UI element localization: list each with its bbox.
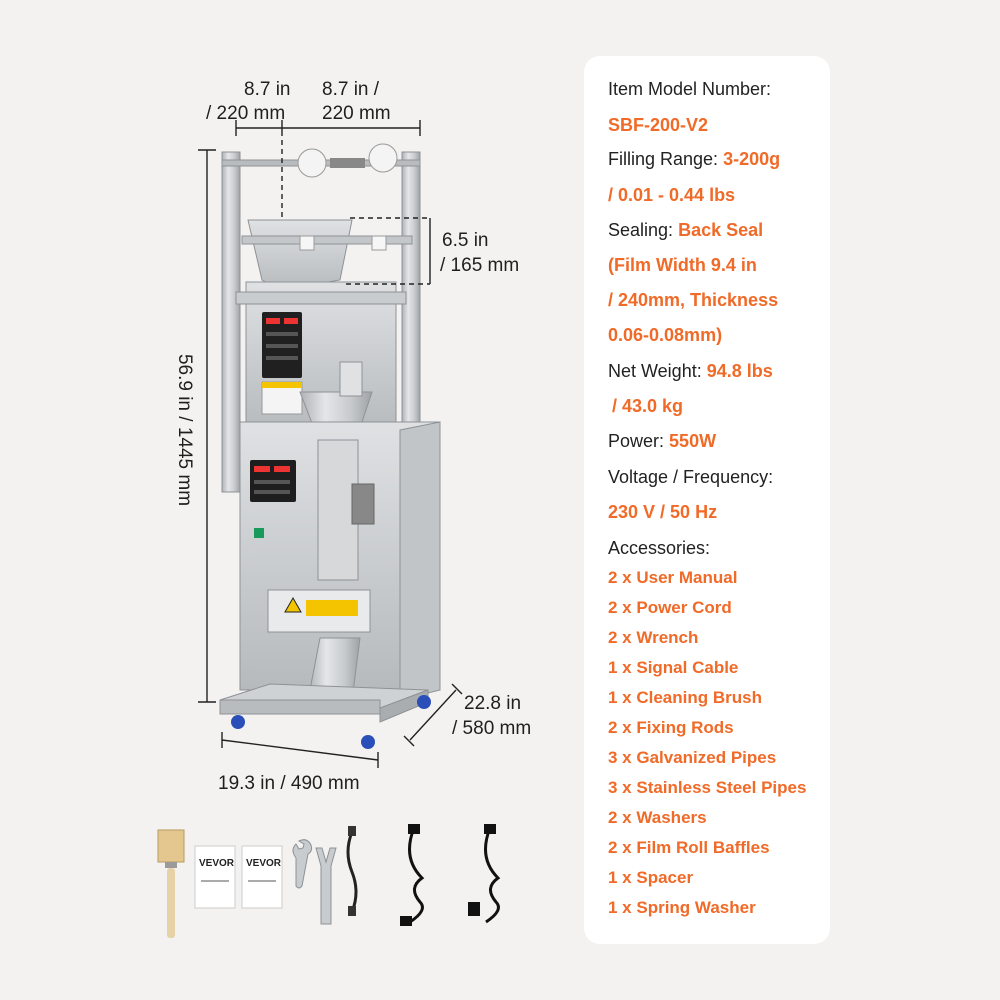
dim-hopper-2: / 165 mm bbox=[440, 255, 520, 276]
accessory-item: 2 x Power Cord bbox=[608, 598, 732, 617]
weight-row: Net Weight: 94.8 lbs bbox=[608, 360, 838, 382]
accessory-item: 2 x Fixing Rods bbox=[608, 718, 734, 737]
sealing-label: Sealing: bbox=[608, 220, 674, 240]
weight-value-1: 94.8 lbs bbox=[706, 361, 773, 381]
sealing-value-4: 0.06-0.08mm) bbox=[608, 325, 723, 345]
dimension-lines bbox=[198, 120, 463, 768]
accessory-item: 2 x Washers bbox=[608, 808, 707, 827]
accessory-item: 3 x Stainless Steel Pipes bbox=[608, 778, 807, 797]
filling-row: Filling Range: 3-200g bbox=[608, 148, 838, 170]
dim-top-left-2: / 220 mm bbox=[206, 103, 286, 124]
voltage-label: Voltage / Frequency: bbox=[608, 467, 774, 487]
caster-front-right bbox=[361, 735, 375, 749]
accessory-item: 1 x Spacer bbox=[608, 868, 694, 887]
model-label: Item Model Number: bbox=[608, 79, 772, 99]
user-manual-icon-1 bbox=[194, 845, 236, 909]
caster-back-right bbox=[417, 695, 431, 709]
fixing-rod-icon bbox=[315, 847, 337, 925]
manual-brand-label-2: VEVOR bbox=[246, 858, 282, 869]
specifications-card: Item Model Number: SBF-200-V2 Filling Ra… bbox=[584, 56, 830, 944]
weight-value-2: / 43.0 kg bbox=[612, 396, 684, 416]
sealing-row: Sealing: Back Seal bbox=[608, 219, 838, 241]
sealing-value-2: (Film Width 9.4 in bbox=[608, 255, 757, 275]
dim-depth-1: 22.8 in bbox=[464, 693, 522, 714]
signal-cable-icon bbox=[346, 831, 358, 913]
accessory-item: 2 x Wrench bbox=[608, 628, 699, 647]
filling-value-1: 3-200g bbox=[723, 149, 781, 169]
power-cord-icon-2 bbox=[484, 827, 501, 924]
dim-top-right-2: 220 mm bbox=[322, 103, 391, 124]
power-cord-icon-1 bbox=[408, 827, 425, 924]
hopper bbox=[247, 219, 353, 291]
sealing-value-1: Back Seal bbox=[678, 220, 764, 240]
power-value: 550W bbox=[669, 431, 717, 451]
manual-brand-label-1: VEVOR bbox=[199, 858, 235, 869]
power-switch bbox=[254, 528, 264, 538]
packing-machine-illustration bbox=[157, 120, 501, 938]
film-roller-left bbox=[297, 148, 327, 178]
left-post bbox=[221, 151, 241, 493]
accessories-label: Accessories: bbox=[608, 538, 711, 558]
accessory-item: 1 x Spring Washer bbox=[608, 898, 756, 917]
power-row: Power: 550W bbox=[608, 430, 838, 452]
dim-depth-2: / 580 mm bbox=[452, 718, 532, 739]
sealing-value-3: / 240mm, Thickness bbox=[608, 290, 779, 310]
accessory-item: 2 x User Manual bbox=[608, 568, 738, 587]
power-label: Power: bbox=[608, 431, 665, 451]
dim-width: 19.3 in / 490 mm bbox=[218, 773, 360, 794]
model-value: SBF-200-V2 bbox=[608, 115, 709, 135]
filling-label: Filling Range: bbox=[608, 149, 719, 169]
wrench-icon bbox=[292, 839, 313, 889]
accessory-item: 3 x Galvanized Pipes bbox=[608, 748, 777, 767]
dim-hopper-1: 6.5 in bbox=[442, 230, 489, 251]
voltage-value: 230 V / 50 Hz bbox=[608, 502, 718, 522]
dim-top-left-1: 8.7 in bbox=[244, 79, 291, 100]
accessory-item: 1 x Signal Cable bbox=[608, 658, 739, 677]
filling-value-2: / 0.01 - 0.44 lbs bbox=[608, 185, 736, 205]
dim-height: 56.9 in / 1445 mm bbox=[174, 353, 195, 507]
accessories-illustration bbox=[157, 824, 501, 938]
film-roller-right bbox=[368, 143, 398, 173]
accessory-item: 2 x Film Roll Baffles bbox=[608, 838, 770, 857]
cleaning-brush-icon bbox=[157, 829, 185, 863]
user-manual-icon-2 bbox=[241, 845, 283, 909]
caster-front-left bbox=[231, 715, 245, 729]
dim-top-right-1: 8.7 in / bbox=[322, 79, 380, 100]
accessory-item: 1 x Cleaning Brush bbox=[608, 688, 762, 707]
weight-label: Net Weight: bbox=[608, 361, 702, 381]
